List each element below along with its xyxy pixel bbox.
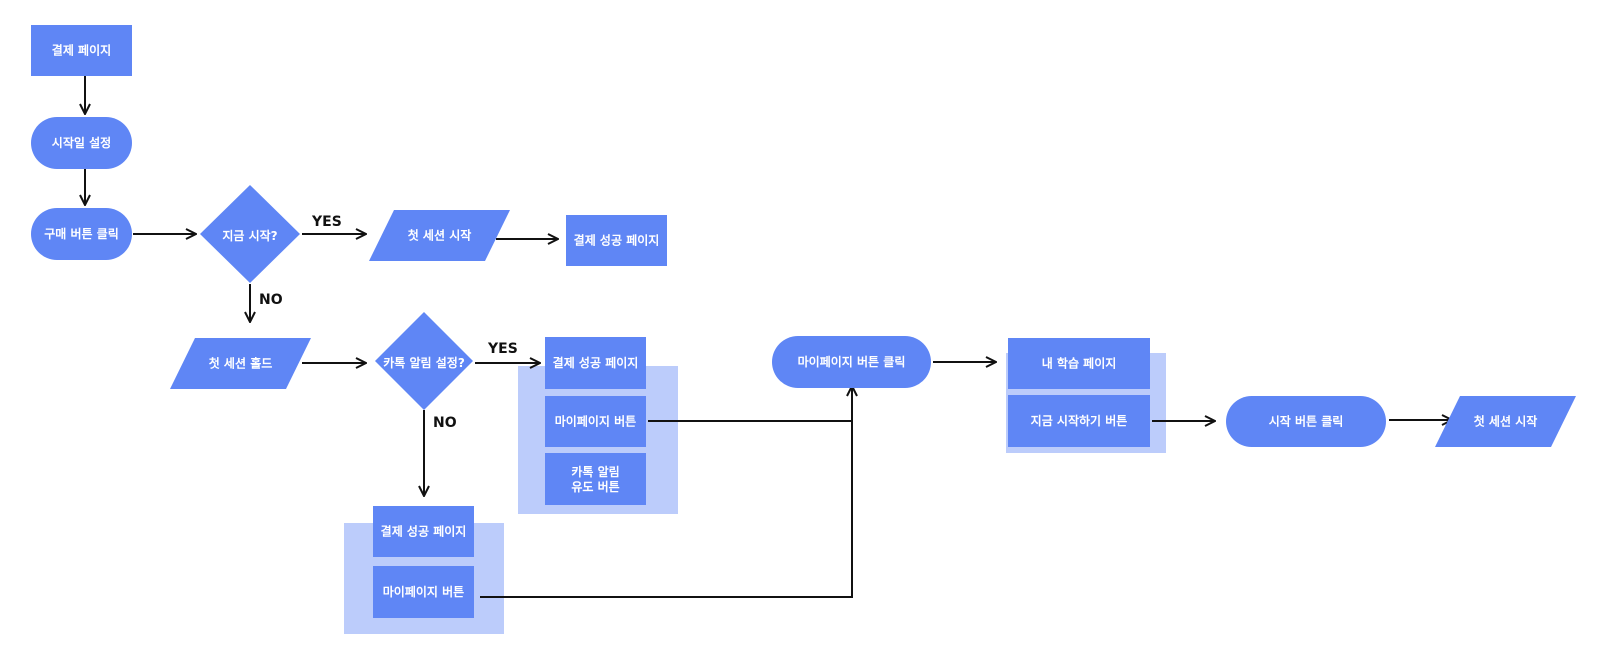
node-start-now-decision: [200, 185, 300, 283]
node-payment-page-label: 결제 페이지: [52, 43, 111, 58]
node-start-now-button: [1008, 395, 1150, 447]
node-payment-success-mid-label: 결제 성공 페이지: [553, 355, 639, 370]
node-mypage-button-bottom-label: 마이페이지 버튼: [383, 584, 464, 599]
node-start-button-click: [1226, 396, 1386, 447]
node-kakao-prompt-line1: 카톡 알림: [571, 464, 619, 479]
node-mypage-button-mid-label: 마이페이지 버튼: [555, 414, 636, 429]
node-buy-button-click-label: 구매 버튼 클릭: [44, 226, 119, 241]
edge-bottom-mypage-to-click: [480, 386, 852, 598]
node-start-now-button-label: 지금 시작하기 버튼: [1031, 413, 1128, 428]
node-first-session-hold-label: 첫 세션 홀드: [209, 356, 273, 371]
edge-label-no-2: NO: [433, 415, 457, 431]
edge-label-no-1: NO: [259, 292, 283, 308]
node-payment-success-top: [566, 215, 667, 266]
node-payment-page: [31, 25, 132, 76]
node-mypage-button-bottom: [373, 566, 474, 618]
node-mypage-button-click-label: 마이페이지 버튼 클릭: [798, 354, 906, 369]
node-kakao-alarm-decision: [375, 312, 473, 410]
node-kakao-prompt-button: [545, 453, 646, 505]
node-mypage-button-click: [772, 336, 931, 388]
node-payment-success-bottom: [373, 506, 474, 557]
node-first-session-start-end-label: 첫 세션 시작: [1474, 414, 1538, 429]
node-mypage-button-mid: [545, 396, 646, 447]
node-first-session-start-end: [1435, 396, 1576, 447]
node-first-session-hold: [170, 338, 311, 389]
node-buy-button-click: [31, 208, 132, 260]
node-payment-success-bottom-label: 결제 성공 페이지: [381, 524, 467, 539]
node-start-button-click-label: 시작 버튼 클릭: [1269, 414, 1344, 429]
node-first-session-start-top-label: 첫 세션 시작: [408, 228, 472, 243]
edge-label-yes-2: YES: [487, 341, 518, 357]
edge-label-yes-1: YES: [311, 214, 342, 230]
node-payment-success-top-label: 결제 성공 페이지: [574, 233, 660, 248]
node-my-learning-page-label: 내 학습 페이지: [1042, 356, 1117, 371]
node-kakao-prompt-line2: 유도 버튼: [571, 479, 619, 494]
node-set-start-date: [31, 117, 132, 169]
node-my-learning-page: [1008, 338, 1150, 389]
node-start-now-decision-label: 지금 시작?: [222, 228, 277, 243]
node-set-start-date-label: 시작일 설정: [52, 135, 111, 150]
node-kakao-alarm-decision-label: 카톡 알림 설정?: [383, 355, 465, 370]
node-first-session-start-top: [369, 210, 510, 261]
node-payment-success-mid: [545, 337, 646, 389]
